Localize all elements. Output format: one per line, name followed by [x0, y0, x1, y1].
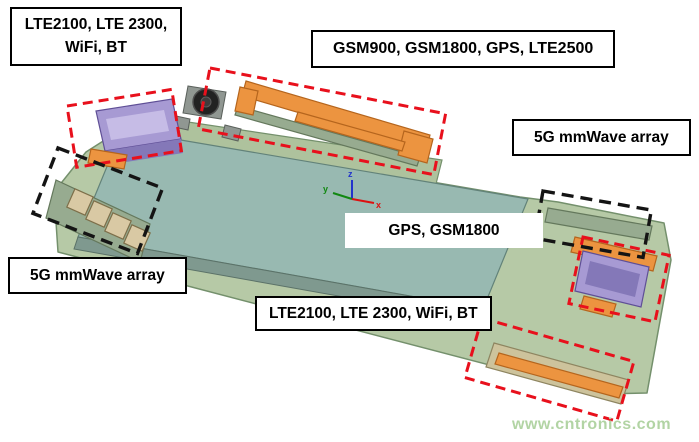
- purple-component-stripe: [585, 261, 640, 297]
- y-axis-label: y: [323, 184, 328, 194]
- mmwave-patch: [66, 188, 94, 216]
- z-axis-label: z: [348, 169, 353, 179]
- highlight-top-left-antenna: [65, 87, 184, 169]
- antenna-trace: [494, 352, 624, 399]
- antenna-trace: [234, 86, 259, 116]
- antenna-trace: [294, 111, 406, 152]
- mmwave-patch: [104, 212, 132, 240]
- mmwave-patch: [123, 224, 151, 252]
- label-top-main-antennas: GSM900, GSM1800, GPS, LTE2500: [311, 30, 616, 68]
- highlight-bottom-right-antenna: [463, 316, 636, 424]
- watermark: www.cntronics.com: [512, 416, 672, 433]
- left-mmwave-patches: [66, 188, 151, 252]
- highlight-left-mmwave-array: [30, 145, 165, 256]
- top-main-antenna: [234, 80, 434, 164]
- highlight-top-main-antenna: [196, 66, 448, 177]
- antenna-trace: [570, 236, 658, 272]
- label-top-left-antennas: LTE2100, LTE 2300, WiFi, BT: [10, 7, 182, 66]
- purple-component-stripe: [106, 110, 169, 140]
- label-bottom-antennas: LTE2100, LTE 2300, WiFi, BT: [255, 296, 492, 332]
- top-carrier-bar: [234, 105, 421, 167]
- right-end-antenna-component: [570, 236, 658, 318]
- y-axis-icon: [332, 192, 353, 200]
- label-center-antennas: GPS, GSM1800: [345, 213, 543, 249]
- label-right-mmwave-array: 5G mmWave array: [512, 119, 691, 157]
- coordinate-axes: z x y: [323, 169, 381, 210]
- x-axis-icon: [351, 198, 375, 204]
- bottom-right-antenna: [485, 342, 630, 405]
- mmwave-patch: [85, 200, 113, 228]
- right-mmwave-module: [544, 207, 653, 241]
- label-left-mmwave-array: 5G mmWave array: [8, 257, 187, 295]
- x-axis-label: x: [376, 200, 381, 210]
